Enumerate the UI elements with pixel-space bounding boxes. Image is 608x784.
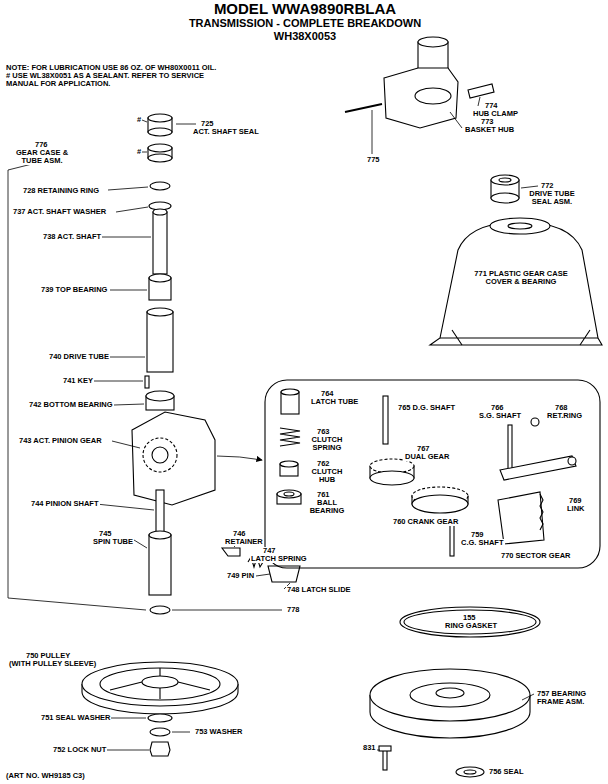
part-label: ACT. SHAFT SEAL	[192, 128, 260, 136]
callout-number: 774	[484, 102, 499, 110]
callout-number: 763	[316, 428, 331, 436]
part-label: LATCH SPRING	[250, 555, 308, 563]
part-label: CLUTCH HUB	[306, 468, 348, 484]
callout-number: 155	[462, 614, 477, 622]
part-label: 742 BOTTOM BEARING	[28, 401, 114, 409]
part-label: C.G. SHAFT	[460, 539, 505, 547]
callout-number: 768	[554, 404, 569, 412]
part-label: 740 DRIVE TUBE	[48, 353, 110, 361]
part-label: 739 TOP BEARING	[40, 286, 108, 294]
callout-number: 764	[320, 390, 335, 398]
callout-number: 745	[98, 530, 113, 538]
part-label: FRAME ASM.	[536, 698, 585, 706]
part-label: 728 RETAINING RING	[22, 187, 100, 195]
part-label: 744 PINION SHAFT	[30, 500, 100, 508]
callout-number: 778	[286, 606, 301, 614]
callout-number: 746	[232, 530, 247, 538]
callout-number: 759	[470, 531, 485, 539]
callout-number: 725	[200, 120, 215, 128]
part-label: WH38X0053	[0, 30, 608, 43]
callout-number: #	[136, 148, 142, 156]
callout-number: 762	[316, 460, 331, 468]
part-label: 743 ACT. PINION GEAR	[18, 437, 103, 445]
part-label: RET.RING	[546, 412, 583, 420]
part-label: BASKET HUB	[464, 126, 515, 134]
callout-number: 769	[568, 497, 583, 505]
part-label: 748 LATCH SLIDE	[286, 586, 352, 594]
callout-number: 767	[416, 445, 431, 453]
part-label: S.G. SHAFT	[478, 412, 522, 420]
part-label: DUAL GEAR	[404, 453, 450, 461]
part-label: 753 WASHER	[194, 728, 244, 736]
callout-number: 772	[540, 182, 555, 190]
callout-number: 766	[490, 404, 505, 412]
part-label: (ART NO. WH9185 C3)	[5, 772, 86, 780]
part-label: TRANSMISSION - COMPLETE BREAKDOWN	[0, 17, 608, 30]
part-label: 752 LOCK NUT	[52, 746, 107, 754]
part-label: NOTE: FOR LUBRICATION USE 86 OZ. OF WH80…	[5, 64, 222, 88]
callout-number: 761	[316, 491, 331, 499]
part-label: 757 BEARING	[536, 690, 587, 698]
part-label: LATCH TUBE	[310, 398, 359, 406]
part-label: 738 ACT. SHAFT	[42, 233, 102, 241]
part-label: 760 CRANK GEAR	[392, 518, 459, 526]
part-label: RETAINER	[224, 538, 264, 546]
part-label: 771 PLASTIC GEAR CASE COVER & BEARING	[470, 270, 572, 286]
part-label: 737 ACT. SHAFT WASHER	[12, 208, 107, 216]
callout-number: 747	[262, 547, 277, 555]
part-label: GEAR CASE & TUBE ASM.	[10, 149, 74, 165]
callout-number: #	[136, 116, 142, 124]
part-label: 741 KEY	[62, 377, 94, 385]
part-label: BALL BEARING	[306, 499, 348, 515]
part-label: 751 SEAL WASHER	[40, 714, 111, 722]
part-label: CLUTCH SPRING	[306, 436, 348, 452]
callout-number: 773	[480, 118, 495, 126]
part-label: LINK	[566, 505, 586, 513]
part-label: 750 PULLEY	[25, 652, 71, 660]
part-label: 756 SEAL	[488, 768, 525, 776]
part-label: 765 D.G. SHAFT	[397, 404, 456, 412]
part-label: (WITH PULLEY SLEEVE)	[8, 660, 97, 668]
part-label: 770 SECTOR GEAR	[500, 552, 571, 560]
part-label: DRIVE TUBE SEAL ASM.	[522, 190, 582, 206]
part-label: HUB CLAMP	[472, 110, 519, 118]
diagram-title: MODEL WWA9890RBLAA	[0, 1, 608, 17]
callout-number: 831	[362, 744, 377, 752]
callout-number: 776	[34, 141, 49, 149]
part-label: SPIN TUBE	[92, 538, 134, 546]
callout-number: 775	[366, 156, 381, 164]
part-label: 749 PIN	[226, 572, 255, 580]
part-label: RING GASKET	[444, 622, 498, 630]
